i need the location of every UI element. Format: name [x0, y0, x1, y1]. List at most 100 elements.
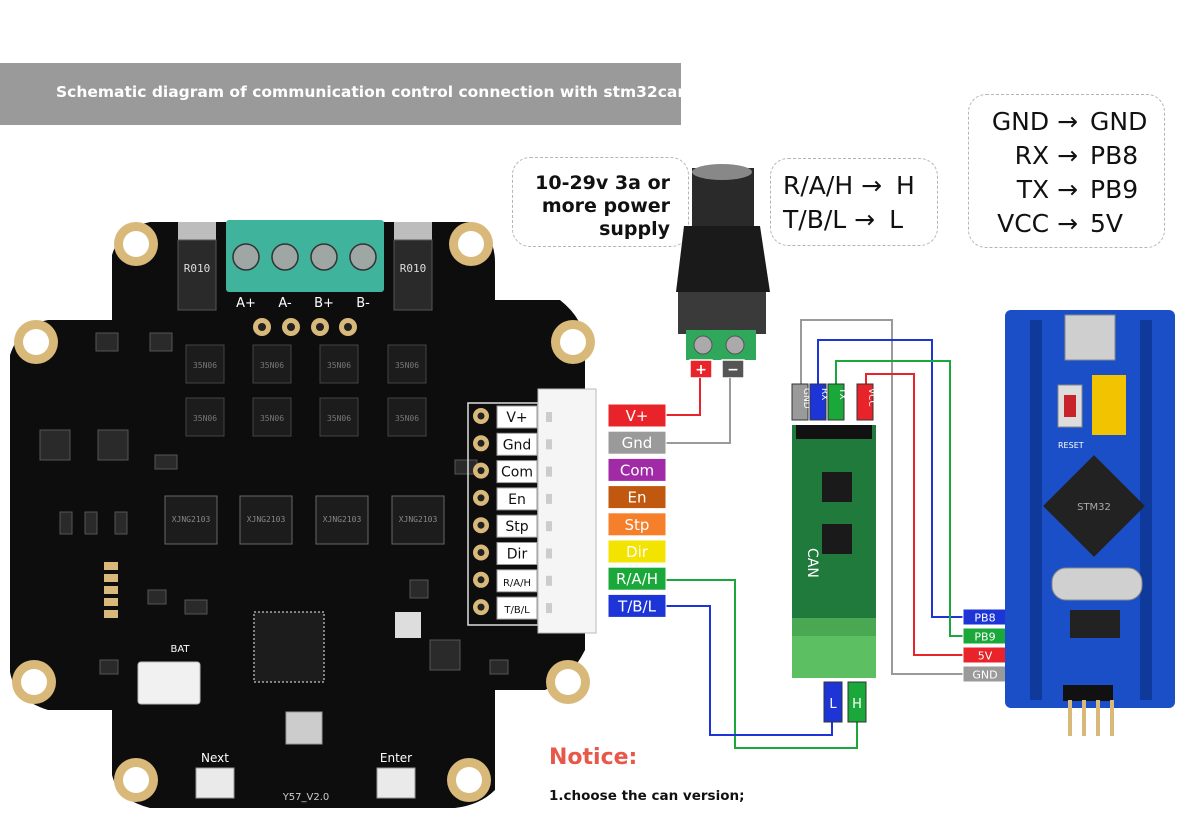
stm-map-from: GND: [991, 107, 1050, 136]
can-controller-chip: [822, 524, 852, 554]
stm32-bottom-pins: [1063, 685, 1114, 736]
can-mapping-callout: R/A/H → H T/B/L → L: [770, 158, 938, 246]
usb-port[interactable]: [1064, 314, 1116, 361]
connector-pin: Com: [473, 460, 552, 484]
can-map-from: R/A/H: [783, 171, 854, 200]
svg-text:XJNG2103: XJNG2103: [323, 515, 362, 524]
stm-pin-tag-label: GND: [972, 669, 997, 682]
stm-map-row-1: GND → GND: [992, 107, 1150, 136]
wires: [666, 319, 963, 749]
terminal-label: B-: [356, 296, 370, 311]
connector-pin-label: T/B/L: [503, 605, 530, 616]
pin-tag: T/B/L: [607, 593, 667, 618]
stm-map-to: PB9: [1090, 175, 1139, 204]
pin-tag: Gnd: [607, 430, 667, 455]
svg-text:XJNG2103: XJNG2103: [399, 515, 438, 524]
terminal-label: A-: [278, 296, 292, 311]
arrow-glyph: →: [1057, 209, 1079, 238]
next-button[interactable]: Next: [195, 751, 235, 799]
stm32-chip: [1043, 455, 1145, 557]
stm-pin-tag: GND: [962, 665, 1008, 683]
resistor-label: R010: [400, 262, 427, 275]
can-top-pin: GND: [791, 383, 811, 421]
next-button-label: Next: [201, 751, 229, 765]
connector-pin-label: En: [508, 492, 526, 508]
connector-pin-label: Dir: [507, 547, 528, 563]
wire-can-vcc: [865, 373, 963, 656]
can-bottom-pin-label: L: [829, 697, 837, 712]
signal-connector-housing[interactable]: [537, 388, 597, 634]
connector-pin-label: Com: [501, 465, 533, 481]
boot-jumper[interactable]: [1092, 375, 1126, 435]
can-bottom-pin-label: H: [852, 697, 862, 712]
svg-text:35N06: 35N06: [327, 414, 351, 423]
arrow-glyph: →: [854, 205, 876, 234]
notice-line-1: 1.choose the can version;: [549, 788, 745, 804]
connector-pin-label: R/A/H: [503, 578, 531, 589]
svg-text:35N06: 35N06: [395, 361, 419, 370]
svg-text:35N06: 35N06: [193, 414, 217, 423]
stm-mapping-callout: GND → GND RX → PB8 TX → PB9 VCC → 5V: [968, 94, 1165, 248]
power-jack[interactable]: + −: [676, 164, 770, 379]
can-map-from: T/B/L: [783, 205, 847, 234]
terminal-label: A+: [236, 296, 256, 311]
svg-text:XJNG2103: XJNG2103: [172, 515, 211, 524]
stm32-right-header: [1140, 320, 1152, 700]
power-line-3: supply: [599, 218, 670, 240]
mosfet-grid: 35N06 35N06 35N06 35N06 35N06 35N06 35N0…: [185, 344, 427, 437]
connector-pin: En: [473, 487, 552, 511]
battery-connector: [137, 661, 201, 705]
svg-text:35N06: 35N06: [395, 414, 419, 423]
pin-header: [104, 562, 118, 618]
power-line-1: 10-29v 3a or: [535, 172, 670, 194]
stm-map-from: RX: [1014, 141, 1050, 170]
sensor-chip: [395, 612, 421, 638]
connector-pin: V+: [473, 405, 552, 429]
pin-tag-label: Dir: [626, 543, 649, 561]
connector-pin-label: V+: [506, 410, 527, 426]
svg-text:35N06: 35N06: [260, 414, 284, 423]
pin-tag-label: R/A/H: [616, 570, 658, 588]
connector-pin: T/B/L: [473, 596, 552, 620]
wire-can-tx: [835, 360, 963, 637]
pin-tag-label: V+: [626, 407, 649, 425]
can-bottom-pin: L: [823, 681, 843, 723]
crystal: [285, 711, 323, 745]
enter-button-label: Enter: [380, 751, 412, 765]
wire-rah: [666, 579, 858, 749]
svg-text:35N06: 35N06: [327, 361, 351, 370]
shunt-resistor: R010: [393, 222, 433, 311]
minus-label: −: [727, 362, 739, 378]
stm-map-from: TX: [1016, 175, 1050, 204]
mounting-holes: [12, 222, 595, 802]
notice-title: Notice:: [549, 745, 638, 770]
stm32-left-header: [1030, 320, 1042, 700]
motor-terminal-labels: A+ A- B+ B-: [236, 296, 370, 311]
pin-tag: En: [607, 485, 667, 510]
wire-can-gnd: [800, 319, 963, 675]
plus-label: +: [695, 362, 707, 378]
arrow-glyph: →: [1057, 175, 1079, 204]
stm-map-from: VCC: [997, 209, 1050, 238]
connector-pin-label: Stp: [505, 519, 528, 535]
stm-map-row-3: TX → PB9: [1017, 175, 1150, 204]
pin-tag-label: Gnd: [622, 434, 653, 452]
can-map-to: H: [895, 171, 915, 200]
wire-can-rx: [817, 339, 963, 618]
enter-button[interactable]: Enter: [376, 751, 416, 799]
can-module-title: CAN: [804, 548, 820, 578]
stm32-board: RESET STM32: [1005, 310, 1175, 736]
pin-tag-label: En: [628, 489, 647, 507]
stm-pin-tag: PB8: [962, 608, 1008, 626]
wire-tbl: [666, 605, 833, 736]
svg-text:XJNG2103: XJNG2103: [247, 515, 286, 524]
can-map-row-2: T/B/L → L: [783, 205, 903, 234]
banner-title: Schematic diagram of communication contr…: [56, 83, 689, 101]
can-bottom-pin: H: [847, 681, 867, 723]
pin-tag-label: Com: [620, 461, 654, 479]
